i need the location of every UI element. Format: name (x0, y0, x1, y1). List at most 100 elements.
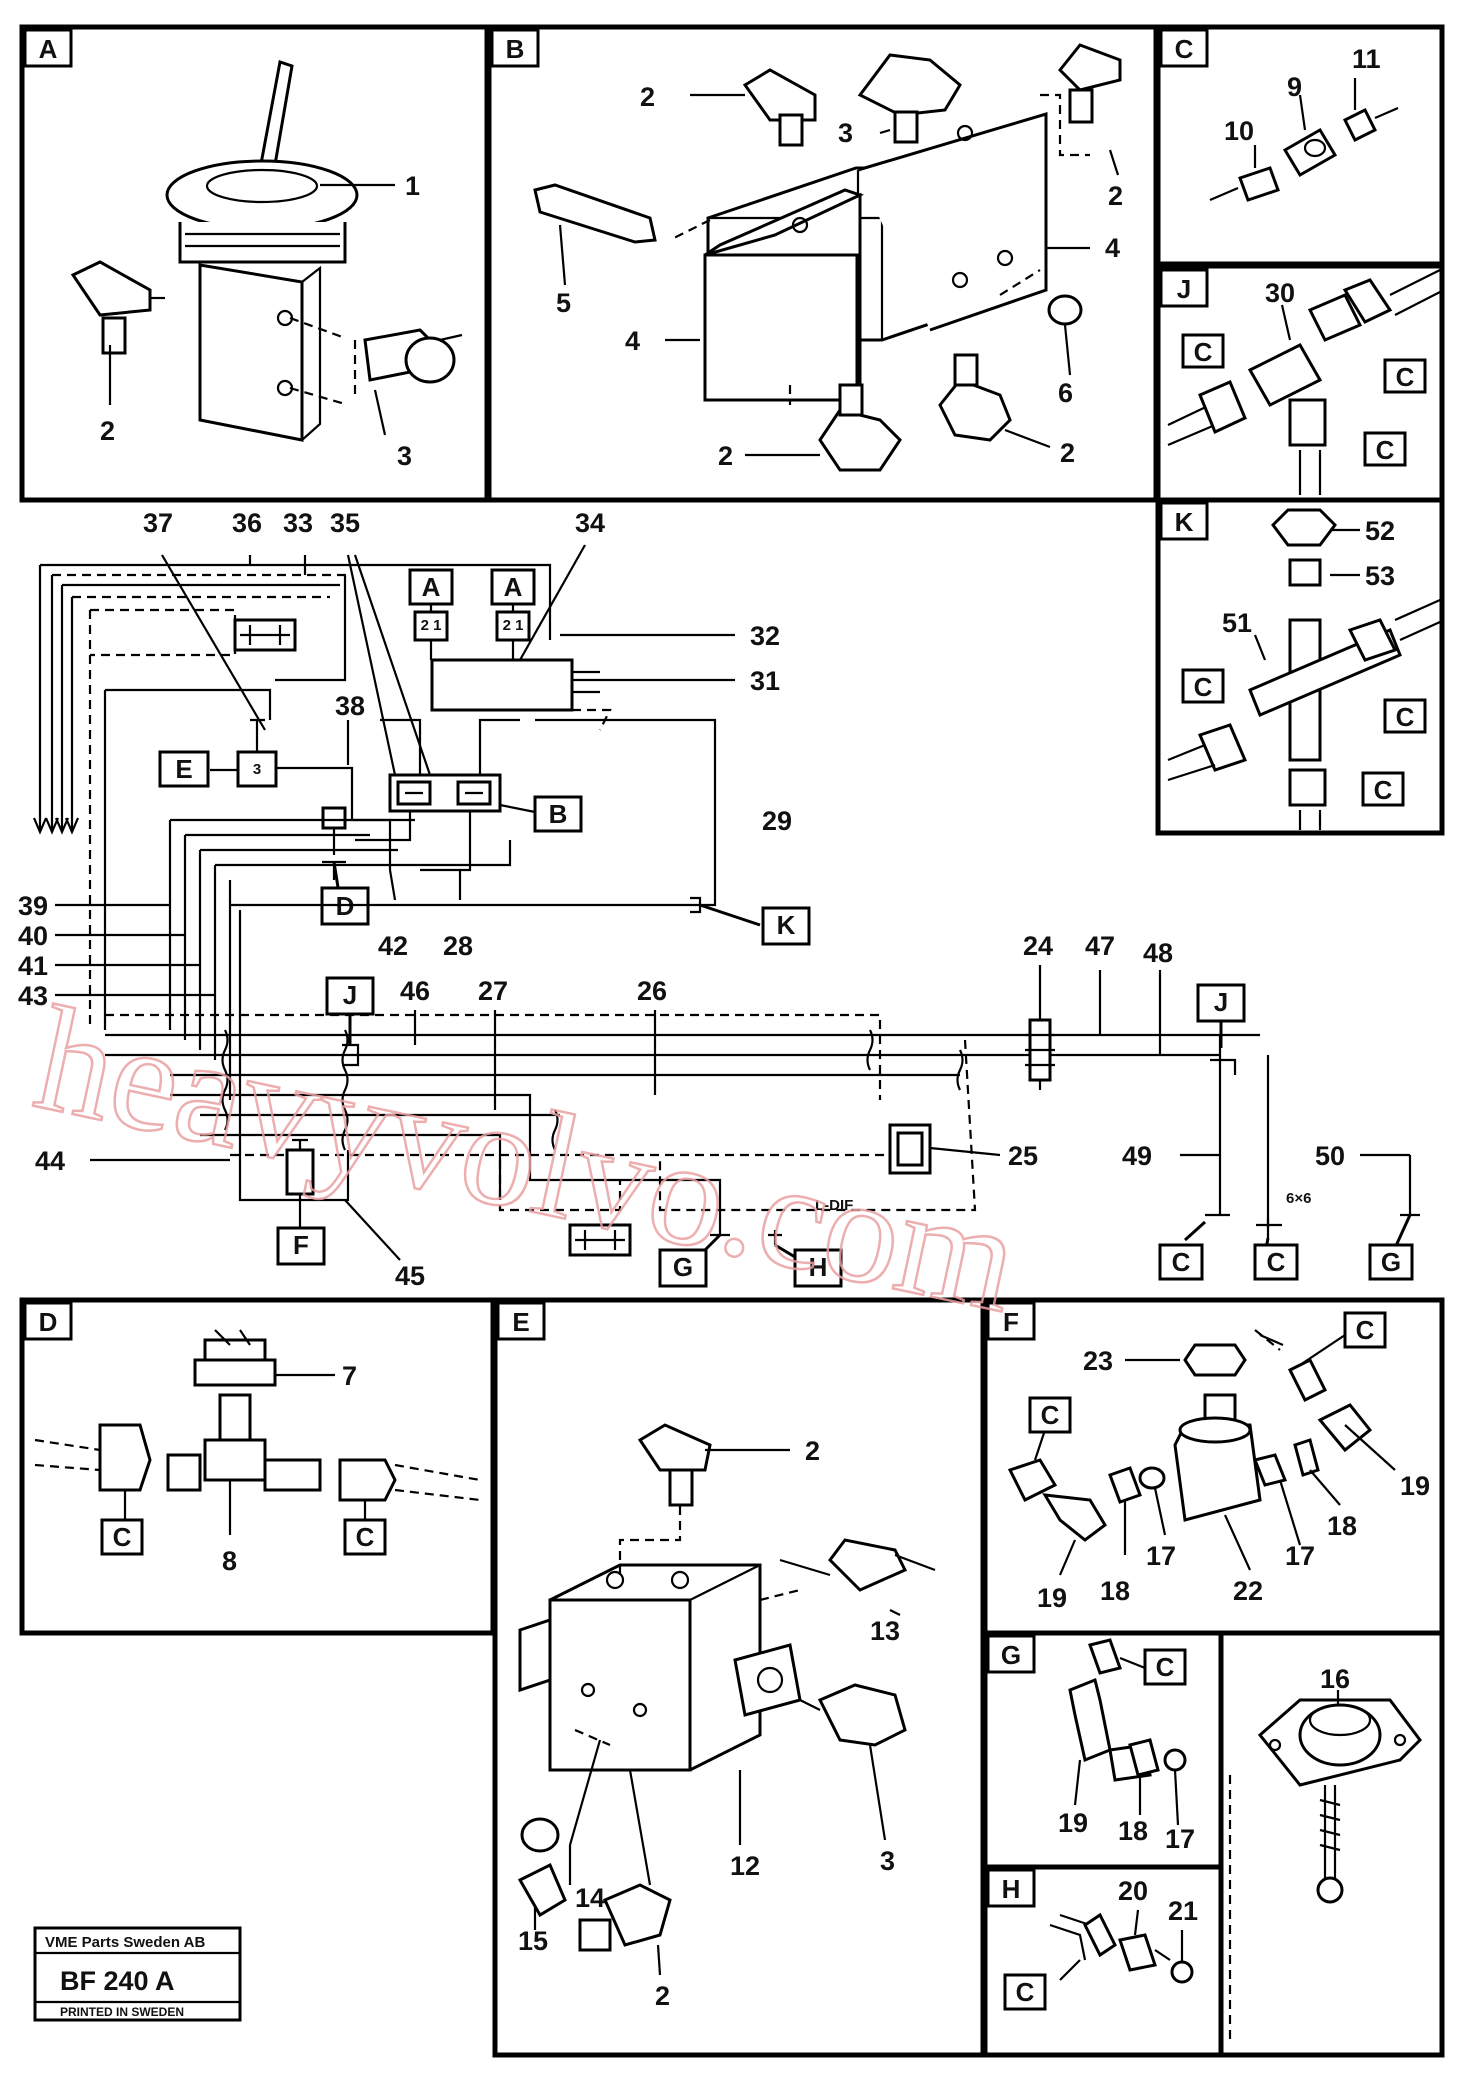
ref-tag-g-2: G (1381, 1247, 1401, 1277)
ref-tag-k: K (777, 910, 796, 940)
ref-tag-c-j1: C (1194, 337, 1213, 367)
callout-38: 38 (335, 691, 365, 721)
stamp-company: VME Parts Sweden AB (45, 1934, 205, 1951)
ref-tag-a-1: A (422, 572, 441, 602)
callout-1: 1 (405, 171, 420, 201)
panel-tag-k: K (1175, 507, 1194, 537)
callout-26: 26 (637, 976, 667, 1006)
callout-45: 45 (395, 1261, 425, 1291)
callout-43: 43 (18, 981, 48, 1011)
callout-29: 29 (762, 806, 792, 836)
callout-52: 52 (1365, 516, 1395, 546)
callout-36: 36 (232, 508, 262, 538)
callout-11: 11 (1352, 44, 1381, 74)
ref-tag-j-1: J (343, 980, 357, 1010)
panel-16-sensor: 16 (1228, 1664, 1422, 2040)
panel-tag-a: A (39, 34, 58, 64)
callout-2-b-right: 2 (1108, 181, 1123, 211)
panel-frames (19, 24, 1445, 2058)
part-number-stamp: VME Parts Sweden AB BF 240 A PRINTED IN … (33, 1926, 242, 2022)
callout-18-f-right: 18 (1327, 1511, 1357, 1541)
callout-39: 39 (18, 891, 48, 921)
callout-22: 22 (1233, 1576, 1263, 1606)
ref-tag-a-2: A (504, 572, 523, 602)
callout-40: 40 (18, 921, 48, 951)
callout-37: 37 (143, 508, 173, 538)
callout-31: 31 (750, 666, 780, 696)
callout-12: 12 (730, 1851, 760, 1881)
callout-34: 34 (575, 508, 605, 538)
callout-3-b: 3 (838, 118, 853, 148)
callout-17-f-left: 17 (1146, 1541, 1176, 1571)
callout-51: 51 (1222, 608, 1252, 638)
callout-21: 21 (1168, 1896, 1198, 1926)
panel-tag-e: E (512, 1307, 529, 1337)
callout-19-f-right: 19 (1400, 1471, 1430, 1501)
ref-tag-c-k3: C (1374, 775, 1393, 805)
stamp-code: BF 240 A (60, 1966, 175, 1996)
callout-17-f-right: 17 (1285, 1541, 1315, 1571)
ref-tag-f: F (293, 1230, 309, 1260)
callout-19-g: 19 (1058, 1808, 1088, 1838)
panel-tag-c: C (1175, 34, 1194, 64)
callout-18-g: 18 (1118, 1816, 1148, 1846)
callout-24: 24 (1023, 931, 1053, 961)
callout-2-b-top: 2 (640, 82, 655, 112)
callout-9: 9 (1287, 72, 1302, 102)
stamp-printed: PRINTED IN SWEDEN (60, 2005, 184, 2019)
schematic-valve-a1-port: 2 1 (421, 617, 442, 634)
callout-16: 16 (1320, 1664, 1350, 1694)
ref-tag-b: B (549, 799, 568, 829)
panel-tag-g: G (1001, 1640, 1021, 1670)
ref-tag-c-g: C (1156, 1652, 1175, 1682)
callout-3: 3 (397, 441, 412, 471)
callout-4-b-left: 4 (625, 326, 640, 356)
callout-44: 44 (35, 1146, 65, 1176)
callout-47: 47 (1085, 931, 1115, 961)
panel-b-block: 2 3 2 4 5 4 6 2 2 (533, 43, 1123, 472)
callout-23: 23 (1083, 1346, 1113, 1376)
callout-48: 48 (1143, 938, 1173, 968)
ref-tag-e: E (175, 754, 192, 784)
callout-27: 27 (478, 976, 508, 1006)
callout-30: 30 (1265, 278, 1295, 308)
schematic-size-label: 6×6 (1286, 1190, 1311, 1207)
panel-c-fitting: 10 9 11 (1209, 44, 1399, 202)
callout-32: 32 (750, 621, 780, 651)
panel-tag-f: F (1003, 1307, 1019, 1337)
panel-tag-b: B (506, 34, 525, 64)
callout-19-f-left: 19 (1037, 1583, 1067, 1613)
callout-25: 25 (1008, 1141, 1038, 1171)
panel-letter-tags: A B C J K D E F G H (23, 28, 1209, 1908)
callout-5: 5 (556, 288, 571, 318)
callout-7: 7 (342, 1361, 357, 1391)
ref-tag-c-j2: C (1396, 362, 1415, 392)
callout-14: 14 (575, 1883, 605, 1913)
callout-20: 20 (1118, 1876, 1148, 1906)
ref-tag-g: G (673, 1252, 693, 1282)
callout-18-f-left: 18 (1100, 1576, 1130, 1606)
ref-tag-c-f1: C (1041, 1400, 1060, 1430)
callout-3-e: 3 (880, 1846, 895, 1876)
callout-49: 49 (1122, 1141, 1152, 1171)
callout-42: 42 (378, 931, 408, 961)
callout-50: 50 (1315, 1141, 1345, 1171)
schematic-dif-label: L-DIF (815, 1197, 853, 1214)
panel-e-valve-block: 2 13 12 3 14 15 2 (517, 1423, 936, 2011)
callout-15: 15 (518, 1926, 548, 1956)
panel-k-cross: C C C 52 53 51 (1167, 508, 1441, 830)
schematic-valve-a2-port: 2 1 (503, 617, 524, 634)
callout-35: 35 (330, 508, 360, 538)
callout-2-e-bottom: 2 (655, 1981, 670, 2011)
watermark-text: heavyvolvo.com (23, 975, 1031, 1344)
callout-6: 6 (1058, 378, 1073, 408)
callout-17-g: 17 (1165, 1824, 1195, 1854)
panel-g-fitting: C 19 18 17 (1058, 1638, 1195, 1854)
ref-tag-c-k2: C (1396, 702, 1415, 732)
ref-tag-j-2: J (1214, 987, 1228, 1017)
ref-tag-c-d2: C (356, 1522, 375, 1552)
panel-tag-j: J (1177, 274, 1191, 304)
callout-4-b-right: 4 (1105, 233, 1120, 263)
ref-tag-c-s1: C (1172, 1247, 1191, 1277)
callout-2-b-bottom: 2 (718, 441, 733, 471)
